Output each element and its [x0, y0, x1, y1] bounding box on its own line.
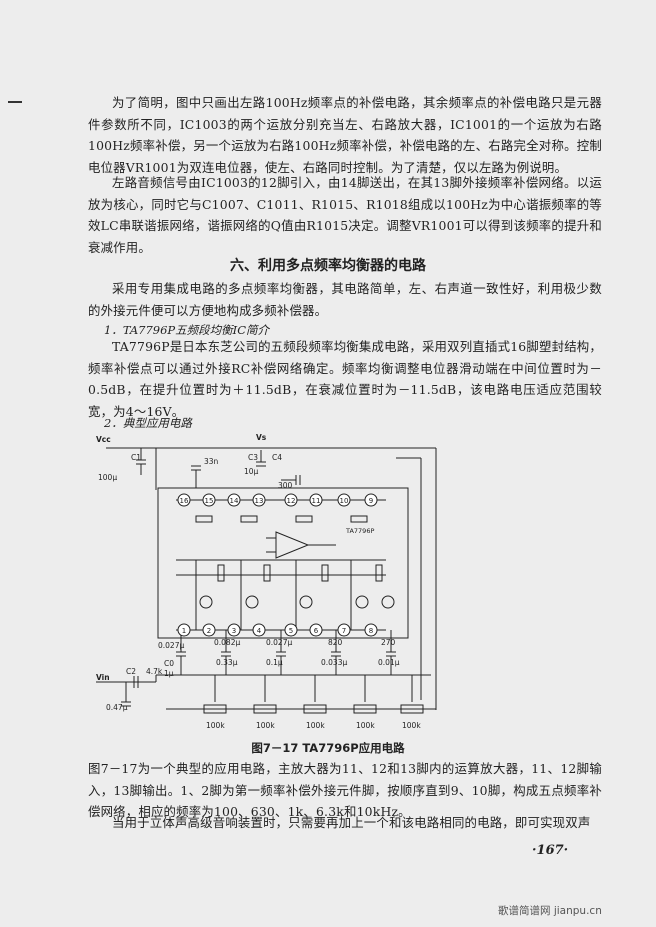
label-10u: 10μ — [244, 467, 259, 476]
bottom-pin-5: 5 — [289, 627, 293, 635]
label-c3: C3 — [248, 453, 258, 462]
section-title: 六、利用多点频率均衡器的电路 — [230, 258, 426, 274]
vin-label: Vin — [96, 673, 110, 682]
top-pin-11: 11 — [312, 497, 321, 505]
paragraph-2: 左路音频信号由IC1003的12脚引入，由14脚送出，在其13脚外接频率补偿网络… — [88, 175, 602, 255]
top-pin-13: 13 — [255, 497, 264, 505]
label-01u: 0.1μ — [266, 658, 283, 667]
top-pin-15: 15 — [205, 497, 214, 505]
pot-label-1: 100k — [206, 721, 225, 730]
pot-label-2: 100k — [256, 721, 275, 730]
top-pin-12: 12 — [287, 497, 296, 505]
paragraph-4: TA7796P是日本东芝公司的五频段频率均衡集成电路，采用双列直插式16脚塑封结… — [88, 339, 602, 419]
paragraph-5: 图7－17为一个典型的应用电路，主放大器为11、12和13脚内的运算放大器，11… — [88, 761, 602, 819]
paragraph-1: 为了简明，图中只画出左路100Hz频率点的补偿电路，其余频率点的补偿电路只是元器… — [88, 95, 602, 175]
ic-label: TA7796P — [345, 527, 374, 535]
bottom-pin-8: 8 — [369, 627, 373, 635]
pot-label-3: 100k — [306, 721, 325, 730]
label-0027u-b: 0.027μ — [266, 638, 292, 647]
page-number: ·167· — [532, 843, 569, 858]
top-pin-9: 9 — [369, 497, 373, 505]
label-820: 820 — [328, 638, 343, 647]
label-0033u: 0.033μ — [321, 658, 347, 667]
label-c2: C2 — [126, 667, 136, 676]
subheading-2: 2．典型应用电路 — [104, 416, 192, 430]
bottom-pin-1: 1 — [182, 627, 186, 635]
vs-label: Vs — [256, 433, 267, 442]
label-0082u: 0.082μ — [214, 638, 240, 647]
margin-mark — [8, 101, 22, 103]
pot-label-5: 100k — [402, 721, 421, 730]
figure-caption: 图7－17 TA7796P应用电路 — [251, 741, 405, 755]
label-300: 300 — [278, 481, 293, 490]
label-001u: 0.01μ — [378, 658, 400, 667]
label-c0: C0 — [164, 659, 174, 668]
vcc-label: Vcc — [96, 435, 111, 444]
top-pin-16: 16 — [180, 497, 189, 505]
top-pin-10: 10 — [340, 497, 349, 505]
label-033u: 0.33μ — [216, 658, 238, 667]
label-33n: 33n — [204, 457, 219, 466]
top-pin-14: 14 — [230, 497, 239, 505]
bottom-pin-4: 4 — [257, 627, 262, 635]
label-270: 270 — [381, 638, 396, 647]
label-c1: C1 — [131, 453, 141, 462]
bottom-pin-7: 7 — [342, 627, 346, 635]
subheading-1: 1．TA7796P五频段均衡IC简介 — [104, 323, 270, 337]
bottom-pin-6: 6 — [314, 627, 319, 635]
paragraph-6: 当用于立体声高级音响装置时，只需要再加上一个和该电路相同的电路，即可实现双声 — [112, 815, 591, 830]
label-1u: 1μ — [164, 669, 174, 678]
pot-label-4: 100k — [356, 721, 375, 730]
label-0027u-a: 0.027μ — [158, 641, 184, 650]
bottom-pin-2: 2 — [207, 627, 211, 635]
paragraph-3: 采用专用集成电路的多点频率均衡器，其电路简单，左、右声道一致性好，利用极少数的外… — [88, 281, 602, 318]
bottom-pin-3: 3 — [232, 627, 236, 635]
label-100u: 100μ — [98, 473, 117, 482]
label-47k: 4.7k — [146, 667, 163, 676]
label-047u: 0.47μ — [106, 703, 128, 712]
label-c4: C4 — [272, 453, 282, 462]
circuit-diagram: 16 15 14 13 12 11 10 9 1 2 3 4 5 6 7 8 V… — [96, 433, 437, 730]
watermark: 歌谱简谱网 jianpu.cn — [498, 905, 602, 917]
